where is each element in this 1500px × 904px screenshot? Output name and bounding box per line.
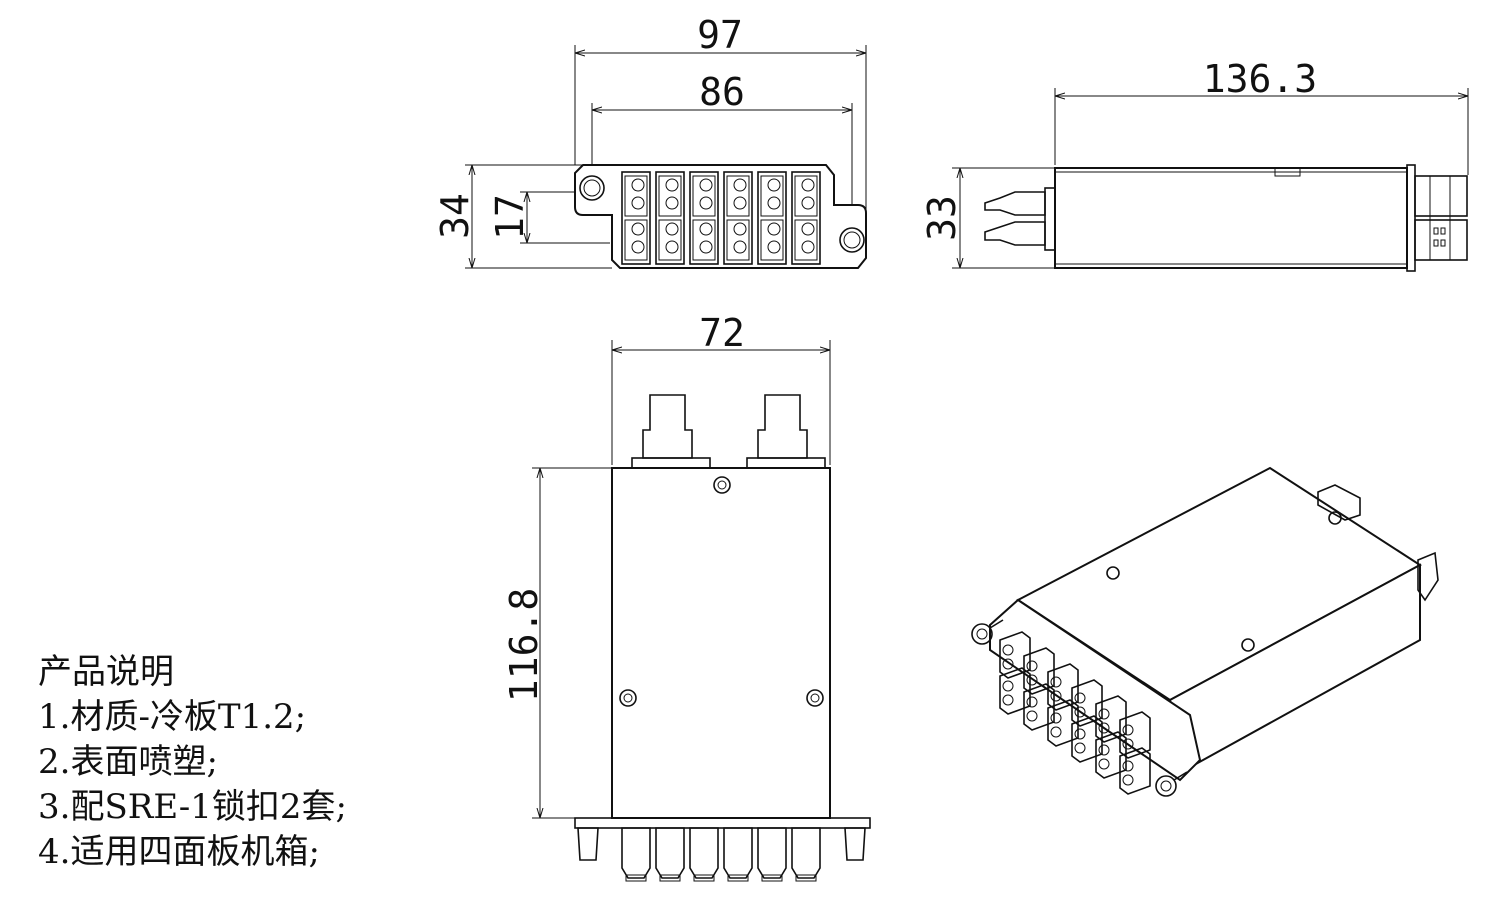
lc-port	[733, 222, 747, 236]
lc-port	[733, 196, 747, 210]
side-view: 136.3 33	[920, 57, 1469, 272]
iso-adapter	[1095, 695, 1127, 743]
lc-port	[699, 222, 713, 236]
front-port-grid	[621, 171, 821, 265]
product-notes: 产品说明 1.材质-冷板T1.2; 2.表面喷塑; 3.配SRE-1锁扣2套; …	[38, 650, 347, 875]
notes-title: 产品说明	[38, 652, 174, 692]
lc-port	[801, 178, 815, 192]
top-view: 72 116.8	[502, 311, 871, 882]
lc-port	[767, 222, 781, 236]
iso-adapter	[1071, 679, 1103, 727]
adapter-column	[791, 171, 821, 265]
notes-item-4: 4.适用四面板机箱;	[38, 832, 320, 872]
front-adapter	[689, 827, 719, 879]
lc-port	[733, 240, 747, 254]
lc-port	[801, 240, 815, 254]
lc-port	[733, 178, 747, 192]
lc-port	[665, 196, 679, 210]
lc-port	[665, 178, 679, 192]
iso-adapter	[1095, 731, 1127, 779]
lc-port	[801, 196, 815, 210]
front-adapter	[655, 827, 685, 879]
adapter-column	[689, 171, 719, 265]
lc-port	[767, 196, 781, 210]
iso-adapter	[999, 631, 1031, 679]
iso-adapter	[1119, 711, 1151, 759]
adapter-column	[723, 171, 753, 265]
iso-adapter	[1047, 663, 1079, 711]
lc-port	[699, 196, 713, 210]
iso-adapter	[999, 667, 1031, 715]
thumbscrew	[577, 827, 599, 861]
mpo-connector	[757, 394, 808, 459]
front-view: 97 86 34 17	[433, 13, 867, 269]
mpo-connector	[642, 394, 693, 459]
front-adapter	[621, 827, 651, 879]
lc-port	[801, 222, 815, 236]
lc-port	[665, 240, 679, 254]
dim-top-length: 116.8	[502, 588, 546, 702]
iso-adapter	[1119, 747, 1151, 795]
lc-port	[699, 240, 713, 254]
dim-front-hole-spacing: 86	[699, 70, 745, 114]
front-adapter	[791, 827, 821, 879]
thumbscrew	[844, 827, 866, 861]
notes-item-3: 3.配SRE-1锁扣2套;	[38, 787, 347, 827]
lc-port	[631, 196, 645, 210]
notes-item-1: 1.材质-冷板T1.2;	[38, 697, 307, 737]
adapter-column	[757, 171, 787, 265]
isometric-view	[971, 466, 1439, 797]
lc-port	[631, 178, 645, 192]
adapter-column	[655, 171, 685, 265]
iso-adapter	[1023, 647, 1055, 695]
lc-port	[665, 222, 679, 236]
notes-item-2: 2.表面喷塑;	[38, 742, 218, 782]
lc-port	[631, 240, 645, 254]
dim-side-height: 33	[920, 195, 964, 241]
dim-top-width: 72	[699, 311, 745, 355]
dim-front-port-pitch: 17	[488, 194, 532, 240]
iso-adapter	[1023, 683, 1055, 731]
front-adapter	[723, 827, 753, 879]
lc-port	[699, 178, 713, 192]
lc-port	[631, 222, 645, 236]
dim-side-length: 136.3	[1203, 57, 1317, 101]
iso-adapter	[1071, 715, 1103, 763]
dim-front-height: 34	[433, 193, 477, 239]
lc-port	[767, 240, 781, 254]
lc-port	[767, 178, 781, 192]
adapter-column	[621, 171, 651, 265]
dim-front-total-width: 97	[697, 13, 743, 57]
iso-adapter	[1047, 699, 1079, 747]
front-adapter	[757, 827, 787, 879]
